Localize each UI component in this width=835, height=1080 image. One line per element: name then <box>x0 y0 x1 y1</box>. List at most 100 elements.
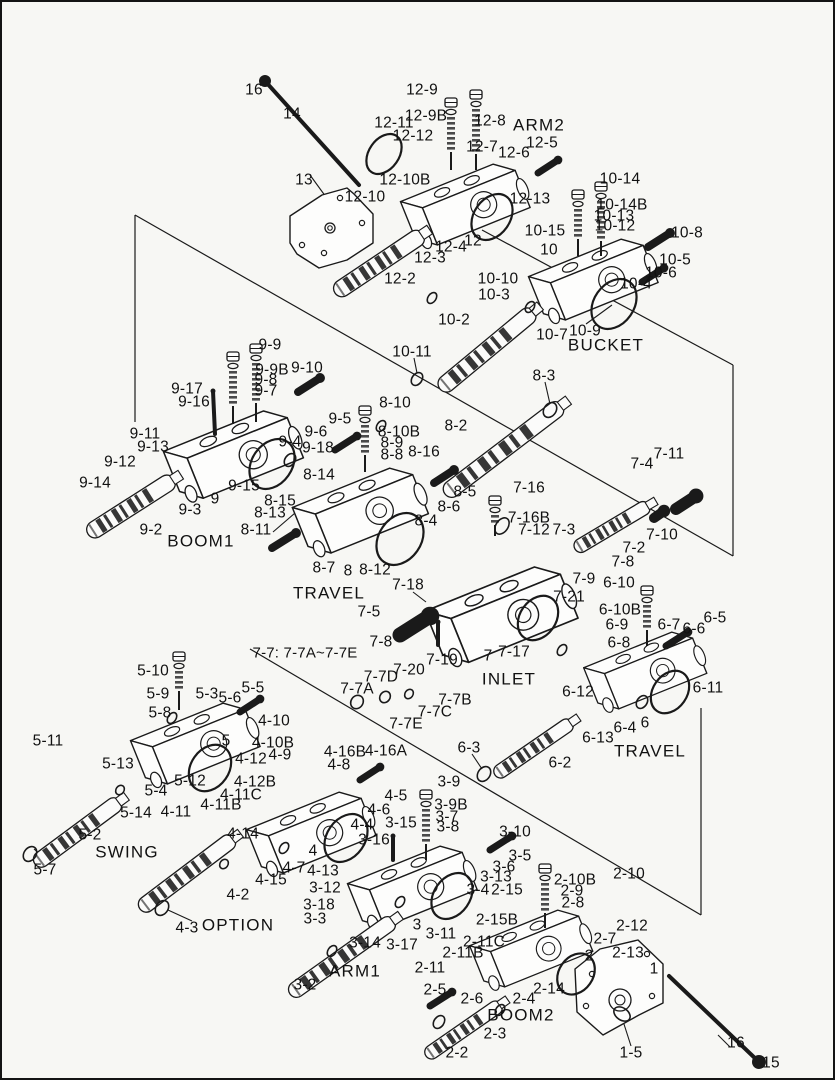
part-label-7-12: 7-12 <box>518 521 550 539</box>
part-label-7-7b: 7-7B <box>438 691 472 709</box>
part-label-6-4: 6-4 <box>613 719 637 737</box>
section-caption-boom1: BOOM1 <box>167 531 235 551</box>
part-label-10-13: 10-13 <box>593 207 635 225</box>
part-label-10-8: 10-8 <box>671 224 703 242</box>
part-label-5-11: 5-11 <box>32 732 64 750</box>
part-label-12-13: 12-13 <box>509 190 551 208</box>
part-label-4-6: 4-6 <box>367 801 391 819</box>
part-label-7-4: 7-4 <box>630 455 654 473</box>
part-label-12: 12 <box>464 232 482 250</box>
part-label-15: 15 <box>762 1054 780 1072</box>
part-label-2-7: 2-7 <box>593 930 617 948</box>
part-label-6: 6 <box>640 714 650 732</box>
part-label-7-10: 7-10 <box>646 526 678 544</box>
part-label-3-16: 3-16 <box>358 831 390 849</box>
part-label-9-10: 9-10 <box>291 359 323 377</box>
part-label-2-11b: 2-11B <box>442 944 484 962</box>
part-label-12-10: 12-10 <box>344 188 386 206</box>
part-label-2-15b: 2-15B <box>475 911 519 929</box>
part-label-4-5: 4-5 <box>384 787 408 805</box>
part-label-7-17: 7-17 <box>498 643 530 661</box>
part-label-10-9: 10-9 <box>569 322 601 340</box>
part-label-3-8: 3-8 <box>436 818 460 836</box>
part-label-8-11: 8-11 <box>240 521 272 539</box>
part-label-3-4: 3-4 <box>466 881 490 899</box>
part-label-5-6: 5-6 <box>218 689 242 707</box>
section-caption-arm2: ARM2 <box>512 115 566 135</box>
part-label-8-10b: 8-10B <box>377 423 421 441</box>
part-label-4-4: 4-4 <box>350 816 374 834</box>
part-label-9-3: 9-3 <box>178 501 202 519</box>
part-label-5-4: 5-4 <box>144 782 168 800</box>
part-label-10-6: 10-6 <box>645 264 677 282</box>
part-label-9-14: 9-14 <box>79 474 111 492</box>
section-caption-swing: SWING <box>95 842 159 862</box>
part-label-12-5: 12-5 <box>526 134 558 152</box>
part-label-10: 10 <box>540 241 558 259</box>
part-label-12-10b: 12-10B <box>379 171 431 189</box>
part-label-2-8: 2-8 <box>561 894 585 912</box>
part-label-3-17: 3-17 <box>386 936 418 954</box>
part-label-2-10: 2-10 <box>613 865 645 883</box>
part-label-7-21: 7-21 <box>553 588 585 606</box>
part-label-2-11: 2-11 <box>414 959 446 977</box>
part-label-6-10: 6-10 <box>603 574 635 592</box>
part-label-6-13: 6-13 <box>582 729 614 747</box>
part-label-9-13: 9-13 <box>137 438 169 456</box>
part-label-8-14: 8-14 <box>303 466 335 484</box>
part-label-3: 3 <box>412 916 422 934</box>
part-label-10-14b: 10-14B <box>596 196 648 214</box>
part-label-7-20: 7-20 <box>393 661 425 679</box>
section-caption-travel-left: TRAVEL <box>292 583 366 603</box>
part-label-10-4: 10-4 <box>620 275 652 293</box>
part-label-9-18: 9-18 <box>302 439 334 457</box>
part-label-4-15: 4-15 <box>255 871 287 889</box>
part-label-4-11b: 4-11B <box>200 796 242 814</box>
part-label-2-13: 2-13 <box>612 944 644 962</box>
part-label-9-11: 9-11 <box>129 425 161 443</box>
part-label-7-19: 7-19 <box>426 651 458 669</box>
part-label-7-8: 7-8 <box>369 633 393 651</box>
part-label-3-9b: 3-9B <box>434 796 468 814</box>
part-label-10-14: 10-14 <box>599 170 641 188</box>
range-annotation: 7-7: 7-7A~7-7E <box>252 644 358 662</box>
part-label-5-10: 5-10 <box>137 662 169 680</box>
part-label-7: 7 <box>483 647 493 665</box>
part-label-8-16: 8-16 <box>408 443 440 461</box>
section-caption-arm1: ARM1 <box>328 961 382 981</box>
part-label-9-6: 9-6 <box>304 423 328 441</box>
part-label-9-2: 9-2 <box>139 521 163 539</box>
part-label-10-3: 10-3 <box>478 286 510 304</box>
part-label-8-7: 8-7 <box>312 559 336 577</box>
part-label-3-2: 3-2 <box>293 976 317 994</box>
part-label-12-7: 12-7 <box>466 138 498 156</box>
part-label-8-4: 8-4 <box>414 512 438 530</box>
part-label-12-2: 12-2 <box>384 270 416 288</box>
part-label-2-5: 2-5 <box>423 981 447 999</box>
part-label-7-7d: 7-7D <box>363 668 399 686</box>
part-label-3-15: 3-15 <box>385 814 417 832</box>
part-label-5-13: 5-13 <box>102 755 134 773</box>
part-label-10-15: 10-15 <box>524 222 566 240</box>
part-label-4-16a: 4-16A <box>364 742 408 760</box>
part-label-12-9: 12-9 <box>406 81 438 99</box>
part-label-9-12: 9-12 <box>104 453 136 471</box>
part-label-8-15: 8-15 <box>264 492 296 510</box>
part-label-9-16: 9-16 <box>178 393 210 411</box>
part-label-7-3: 7-3 <box>552 521 576 539</box>
part-label-3-9: 3-9 <box>437 773 461 791</box>
part-label-16: 16 <box>727 1034 745 1052</box>
part-label-3-13: 3-13 <box>480 868 512 886</box>
part-label-8-6: 8-6 <box>437 498 461 516</box>
part-label-2-14: 2-14 <box>533 980 565 998</box>
part-label-5-8: 5-8 <box>148 704 172 722</box>
part-label-2-6: 2-6 <box>460 990 484 1008</box>
part-label-3-5: 3-5 <box>508 847 532 865</box>
part-label-7-16b: 7-16B <box>507 509 551 527</box>
part-label-7-7a: 7-7A <box>340 680 374 698</box>
section-caption-travel-right: TRAVEL <box>613 741 687 761</box>
part-label-12-8: 12-8 <box>474 112 506 130</box>
part-label-2-15: 2-15 <box>491 881 523 899</box>
